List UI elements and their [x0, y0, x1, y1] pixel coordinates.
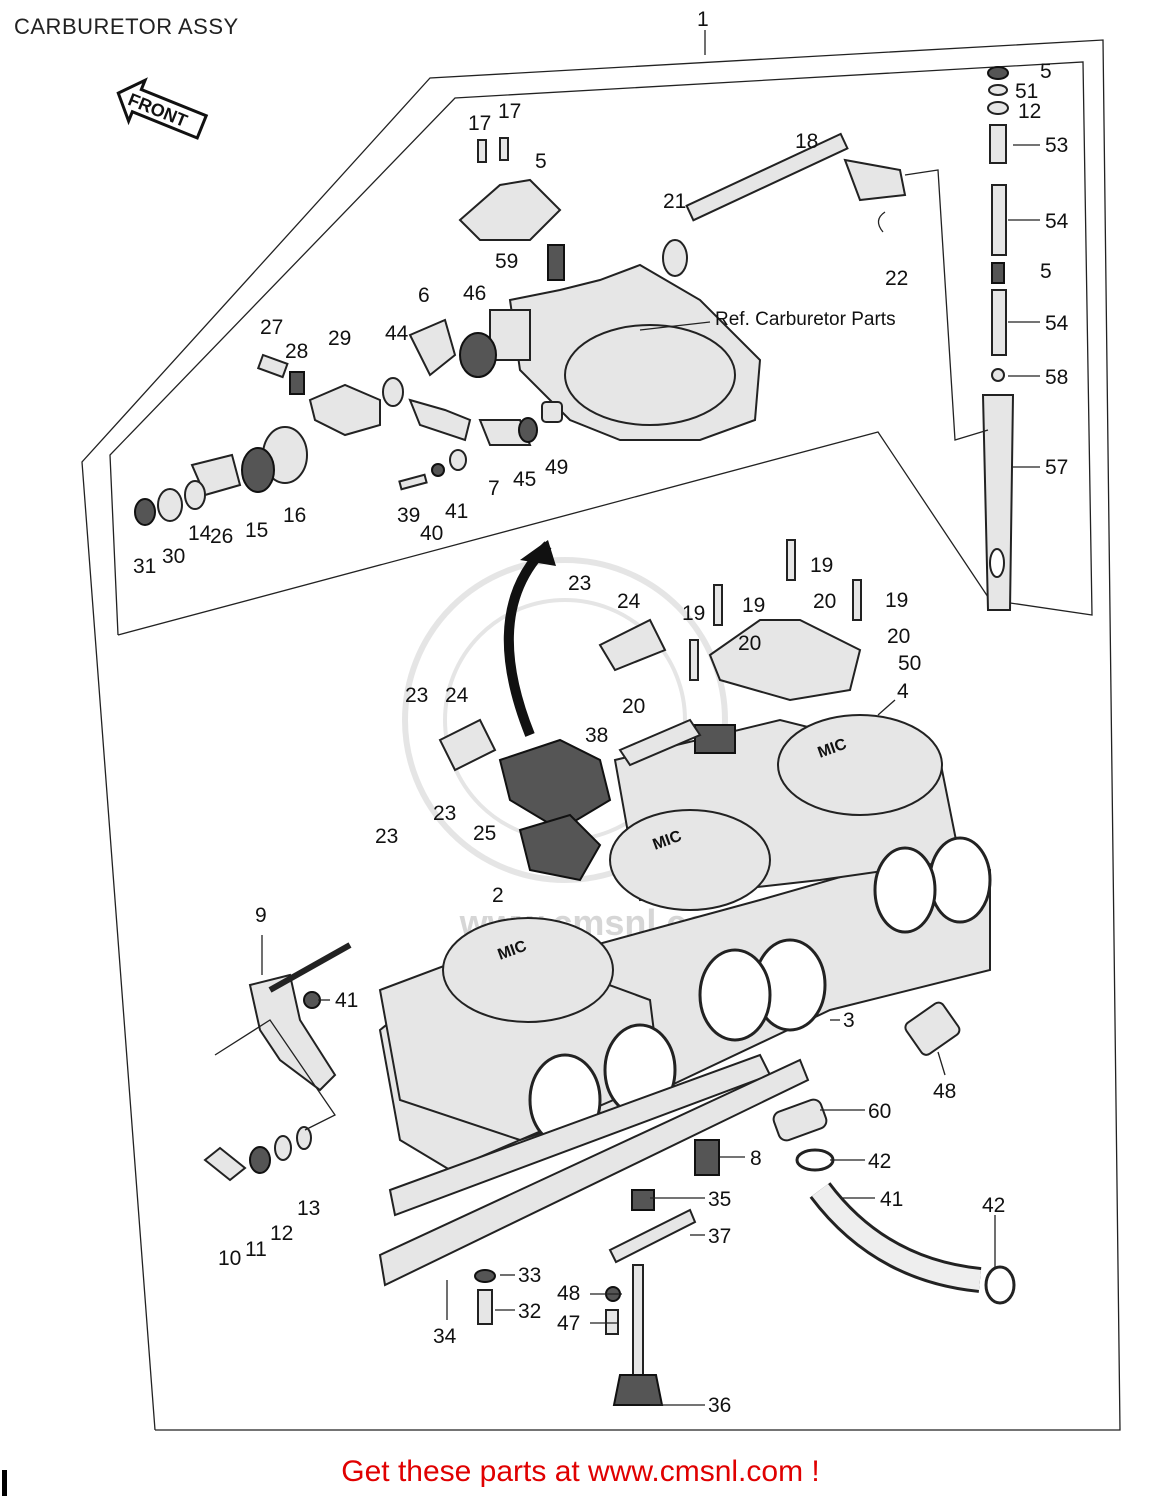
callout-12a: 12: [1018, 100, 1041, 123]
callout-48: 48: [557, 1282, 580, 1305]
callout-18: 18: [795, 130, 818, 153]
callout-30: 30: [162, 545, 185, 568]
callout-41a: 41: [445, 500, 468, 523]
throttle-linkage-parts: [134, 132, 907, 526]
footer-advert[interactable]: Get these parts at www.cmsnl.com !: [341, 1455, 820, 1488]
carburetor-bank: MIC MIC MIC: [378, 714, 992, 1287]
callout-9: 9: [255, 904, 267, 927]
callout-22: 22: [885, 267, 908, 290]
callout-2: 2: [492, 884, 504, 907]
callout-32: 32: [518, 1300, 541, 1323]
callout-20b: 20: [887, 625, 910, 648]
ref-carburetor-parts: Ref. Carburetor Parts: [715, 309, 896, 330]
callout-38: 38: [585, 724, 608, 747]
choke-plunger-parts: [981, 66, 1015, 611]
callout-24b: 24: [445, 684, 469, 707]
callout-19d: 19: [682, 602, 705, 625]
callout-43b: 42: [982, 1194, 1005, 1217]
callout-19a: 19: [810, 554, 833, 577]
callout-39: 39: [397, 504, 420, 527]
callout-54: 53: [1045, 134, 1068, 157]
corner-mark: [2, 1470, 7, 1496]
callout-59: 59: [495, 250, 518, 273]
callout-26: 26: [210, 525, 233, 548]
callout-23d: 23: [375, 825, 398, 848]
callout-20a: 20: [813, 590, 836, 613]
carburetor-exploded-diagram: FRONT www.cmsnl.com: [81, 8, 1121, 1431]
callout-50: 48: [933, 1080, 956, 1103]
callout-36: 36: [708, 1394, 731, 1417]
page-title: CARBURETOR ASSY: [14, 14, 239, 39]
front-arrow: FRONT: [116, 77, 209, 140]
curved-arrow: [503, 541, 552, 737]
callout-51: 50: [898, 652, 921, 675]
callout-55b: 54: [1045, 312, 1069, 335]
callout-labels: 1 5 51 12 53 54 5 54 58 57 18 21 22 17 1…: [133, 8, 1069, 1417]
callout-7: 7: [488, 477, 500, 500]
callout-46: 46: [463, 282, 486, 305]
callout-13: 13: [297, 1197, 320, 1220]
callout-57: 57: [1045, 456, 1068, 479]
callout-49: 49: [545, 456, 568, 479]
callout-53: 51: [1015, 80, 1038, 103]
callout-37: 37: [708, 1225, 731, 1248]
callout-35: 35: [708, 1188, 731, 1211]
callout-17a: 17: [468, 112, 491, 135]
callout-40: 40: [420, 522, 443, 545]
callout-23b: 23: [405, 684, 428, 707]
callout-12b: 12: [270, 1222, 293, 1245]
callout-20d: 20: [622, 695, 645, 718]
callout-17b: 17: [498, 100, 521, 123]
callout-4: 4: [897, 680, 909, 703]
callout-21: 21: [663, 190, 686, 213]
callout-25: 25: [473, 822, 496, 845]
callout-34: 34: [433, 1325, 457, 1348]
callout-19c: 19: [885, 589, 908, 612]
callout-43a: 42: [868, 1150, 891, 1173]
callout-45: 45: [513, 468, 536, 491]
callout-44: 44: [385, 322, 409, 345]
callout-5a: 5: [1040, 60, 1052, 83]
callout-24a: 24: [617, 590, 641, 613]
callout-3: 3: [843, 1009, 855, 1032]
callout-11: 11: [245, 1238, 267, 1261]
leader-lines: [214, 144, 1040, 1406]
callout-6: 6: [418, 284, 430, 307]
callout-27: 27: [260, 316, 283, 339]
callout-42: 41: [880, 1188, 903, 1211]
callout-1: 1: [697, 8, 709, 31]
callout-15: 15: [245, 519, 268, 542]
callout-28: 28: [285, 340, 308, 363]
callout-8: 8: [750, 1147, 762, 1170]
upper-assembly-frame: [109, 61, 1093, 636]
callout-16: 16: [283, 504, 306, 527]
callout-33: 33: [518, 1264, 541, 1287]
callout-10: 10: [218, 1247, 241, 1270]
callout-20c: 20: [738, 632, 761, 655]
callout-19b: 19: [742, 594, 765, 617]
callout-5c: 5: [535, 150, 547, 173]
callout-31: 31: [133, 555, 156, 578]
callout-55a: 54: [1045, 210, 1069, 233]
lower-small-parts: [203, 539, 1016, 1406]
callout-41b: 41: [335, 989, 358, 1012]
callout-29: 29: [328, 327, 351, 350]
callout-47: 47: [557, 1312, 580, 1335]
callout-60: 60: [868, 1100, 891, 1123]
outer-frame: [81, 39, 1121, 1431]
callout-58: 58: [1045, 366, 1068, 389]
callout-23c: 23: [433, 802, 456, 825]
callout-23a: 23: [568, 572, 591, 595]
callout-14: 14: [188, 522, 212, 545]
callout-5b: 5: [1040, 260, 1052, 283]
